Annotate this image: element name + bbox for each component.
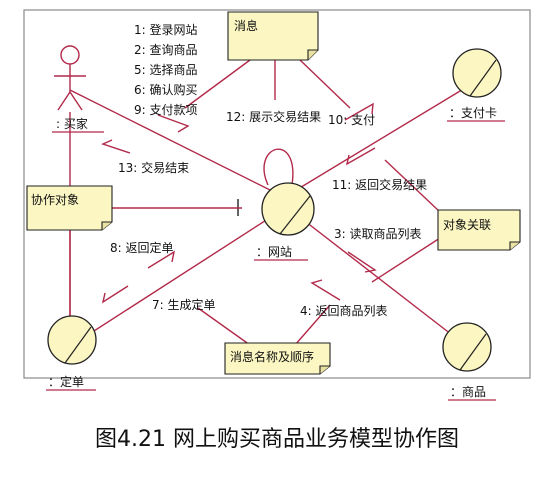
link-self-loop [263, 148, 294, 186]
arrow-m8 [147, 250, 176, 269]
object-website[interactable] [261, 182, 315, 236]
connector-msgname-7 [197, 307, 251, 346]
note-collaborating-objects[interactable]: 协作对象 [26, 185, 113, 231]
object-order[interactable] [47, 315, 97, 365]
note-message[interactable]: 消息 [227, 11, 319, 61]
actor-buyer[interactable] [54, 45, 86, 111]
msg-13: 13: 交易结束 [118, 160, 189, 175]
message-labels: 1: 登录网站 2: 查询商品 5: 选择商品 6: 确认购买 9: 支付款项 … [110, 22, 427, 318]
object-product[interactable] [442, 322, 492, 372]
connector-message-right [299, 59, 351, 109]
msg-6: 6: 确认购买 [134, 82, 198, 97]
msg-10: 10: 支付 [328, 113, 375, 127]
note-object-association[interactable]: 对象关联 [437, 209, 521, 251]
msg-3: 3: 读取商品列表 [334, 226, 422, 241]
arrow-m7 [101, 285, 129, 304]
connector-message-left [184, 59, 251, 109]
arrow-m10 [344, 102, 374, 121]
link-website-card [287, 84, 471, 196]
arrow-m1-m9 [157, 114, 190, 133]
label-website: ：网站 [256, 245, 292, 259]
connector-assoc-lower [371, 237, 441, 283]
arrow-m11 [345, 147, 376, 166]
arrow-m4 [310, 279, 341, 301]
msg-7: 7: 生成定单 [152, 297, 216, 312]
arrow-m13 [101, 139, 131, 154]
object-payment-card[interactable] [452, 48, 502, 98]
msg-8: 8: 返回定单 [110, 240, 174, 255]
message-arrows [101, 102, 377, 304]
link-buyer-website [69, 89, 271, 191]
msg-9: 9: 支付款项 [134, 103, 198, 117]
msg-4: 4: 返回商品列表 [300, 303, 388, 318]
label-product: ：商品 [450, 384, 486, 399]
msg-11: 11: 返回交易结果 [332, 177, 427, 192]
connector-msgname-4 [294, 304, 331, 346]
link-website-order [79, 207, 286, 341]
figure-caption: 图4.21 网上购买商品业务模型协作图 [95, 427, 459, 452]
link-website-product [287, 207, 466, 346]
arrow-m3 [347, 251, 377, 273]
note-message-name-order[interactable]: 消息名称及顺序 [224, 342, 331, 375]
note-message-text: 消息 [234, 18, 258, 33]
msg-2: 2: 查询商品 [134, 42, 198, 57]
note-assoc-text: 对象关联 [443, 218, 491, 232]
note-msgname-text: 消息名称及顺序 [230, 349, 314, 364]
connector-assoc-upper [384, 159, 441, 213]
label-buyer: : 买家 [56, 116, 88, 131]
note-collab-text: 协作对象 [31, 192, 79, 207]
msg-5: 5: 选择商品 [134, 62, 198, 77]
msg-12: 12: 展示交易结果 [226, 109, 321, 124]
label-payment-card: ：支付卡 [449, 106, 497, 120]
label-order: ：定单 [48, 374, 84, 389]
msg-1: 1: 登录网站 [134, 22, 198, 37]
note-connectors [69, 59, 441, 346]
